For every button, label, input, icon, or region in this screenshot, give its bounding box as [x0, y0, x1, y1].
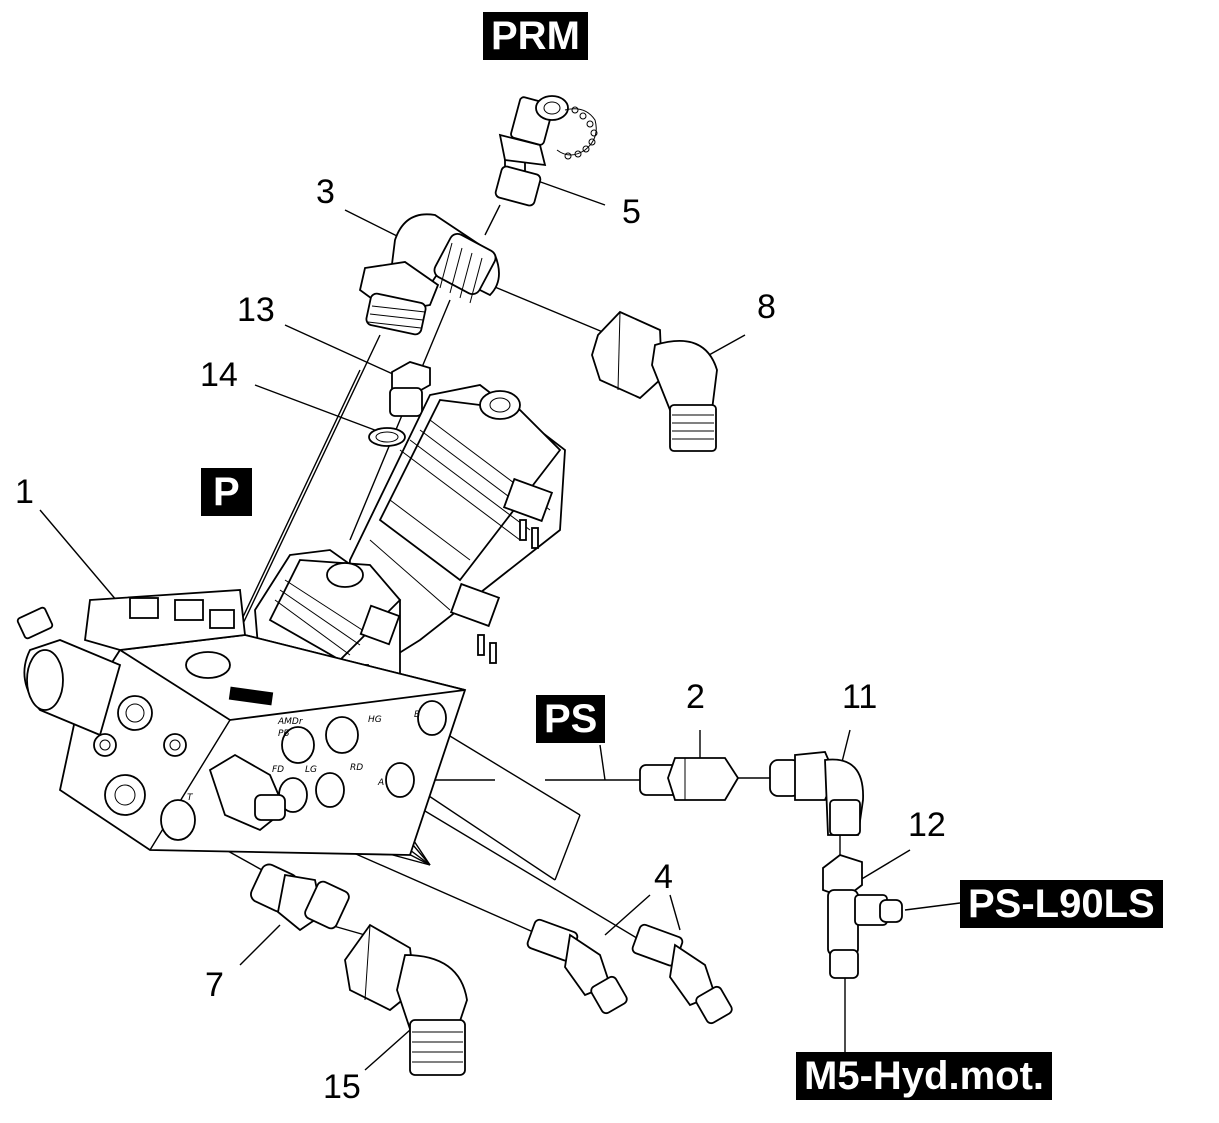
callout-11: 11: [842, 678, 878, 716]
part-5-test-coupling: [494, 95, 598, 207]
part-13-plug: [389, 361, 431, 417]
port-label-a: A: [377, 778, 384, 788]
port-label-b: B: [414, 710, 420, 720]
port-label-fd: FD: [272, 765, 284, 775]
callout-1: 1: [15, 473, 34, 511]
part-12-tee-fitting: [822, 854, 903, 979]
port-label-lg: LG: [305, 765, 317, 775]
port-label-rd: RD: [350, 763, 363, 773]
callout-5: 5: [622, 193, 641, 231]
part-3-elbow-fitting: [358, 213, 500, 336]
port-label-t: T: [187, 793, 194, 803]
callout-14: 14: [200, 356, 238, 394]
callout-3: 3: [316, 173, 335, 211]
port-label-pb: PB: [278, 729, 290, 739]
callout-12: 12: [908, 806, 946, 844]
part-15-45deg-elbow: [344, 923, 468, 1076]
port-label-amdr: AMDr: [277, 717, 304, 727]
part-11-elbow: [769, 751, 864, 836]
part-2-adapter: [639, 757, 740, 801]
part-1-manifold-block: T FD LG RD HG B A AMDr PB: [16, 589, 467, 856]
tag-m5-hyd-mot: M5-Hyd.mot.: [796, 1052, 1052, 1100]
callout-7: 7: [205, 966, 224, 1004]
callout-8: 8: [757, 288, 776, 326]
port-label-hg: HG: [368, 715, 382, 725]
tag-ps-l90ls: PS-L90LS: [960, 880, 1163, 928]
tag-prm: PRM: [483, 12, 588, 60]
callout-15: 15: [323, 1068, 361, 1106]
callout-4: 4: [654, 858, 673, 896]
callout-13: 13: [237, 291, 275, 329]
part-7-straight-adapter: [250, 863, 350, 932]
part-4-45deg-fittings: [526, 918, 733, 1025]
part-14-seal-ring: [368, 427, 406, 447]
callout-2: 2: [686, 678, 705, 716]
part-8-45deg-elbow: [591, 310, 718, 452]
tag-ps: PS: [536, 695, 606, 743]
tag-p: P: [201, 468, 252, 516]
